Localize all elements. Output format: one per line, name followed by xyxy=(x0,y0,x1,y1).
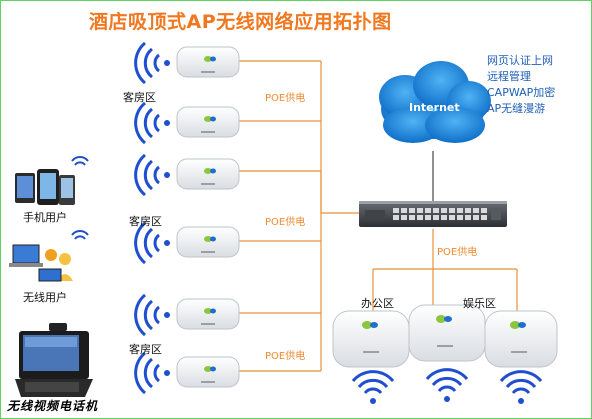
ceiling-ap-office-1 xyxy=(332,310,410,368)
wireless-users-icon xyxy=(9,244,73,282)
feature-item: 远程管理 xyxy=(487,70,531,83)
poe-cabling xyxy=(239,60,518,372)
ceiling-ap-office-2 xyxy=(408,304,486,362)
room-area-label: 客房区 xyxy=(129,215,162,228)
ceiling-ap-room-6 xyxy=(176,356,240,388)
wireless-user-label: 无线用户 xyxy=(23,291,67,304)
wifi-signal-icon xyxy=(425,368,469,402)
ceiling-ap-room-5 xyxy=(176,298,240,330)
mobile-devices-icon xyxy=(15,169,75,205)
poe-label: POE供电 xyxy=(265,217,306,228)
video-phone-icon xyxy=(15,323,93,397)
wifi-signal-icon xyxy=(134,101,170,145)
wifi-signal-icon xyxy=(71,156,89,166)
feature-item: CAPWAP加密 xyxy=(487,86,556,99)
diagram-title: 酒店吸顶式AP无线网络应用拓扑图 xyxy=(89,11,392,33)
wifi-signal-icon xyxy=(134,351,170,395)
feature-item: AP无缝漫游 xyxy=(487,102,546,115)
wifi-signal-icon xyxy=(134,221,170,265)
room-area-label: 客房区 xyxy=(129,343,162,356)
ceiling-ap-room-1 xyxy=(176,46,240,78)
ceiling-ap-room-2 xyxy=(176,106,240,138)
poe-switch xyxy=(359,201,507,227)
wifi-signal-icon xyxy=(134,41,170,85)
wifi-signal-icon xyxy=(134,153,170,197)
ceiling-ap-room-3 xyxy=(176,158,240,190)
ceiling-ap-entertainment xyxy=(484,310,558,368)
internet-label: Internet xyxy=(409,101,460,114)
feature-list: 网页认证上网 远程管理 CAPWAP加密 AP无缝漫游 xyxy=(487,53,555,117)
wifi-signal-icon xyxy=(134,293,170,337)
feature-item: 网页认证上网 xyxy=(487,54,553,67)
wifi-signal-icon xyxy=(499,370,543,404)
poe-label: POE供电 xyxy=(437,247,478,258)
wifi-signal-icon xyxy=(351,370,395,404)
room-area-label: 客房区 xyxy=(123,91,156,104)
mobile-user-label: 手机用户 xyxy=(23,211,67,224)
ceiling-ap-room-4 xyxy=(176,226,240,258)
wifi-signal-icon xyxy=(71,230,89,240)
video-phone-label: 无线视频电话机 xyxy=(7,399,99,413)
entertainment-area-label: 娱乐区 xyxy=(463,297,496,310)
office-area-label: 办公区 xyxy=(361,297,394,310)
internet-cloud xyxy=(379,61,491,143)
poe-label: POE供电 xyxy=(265,351,306,362)
poe-label: POE供电 xyxy=(265,93,306,104)
